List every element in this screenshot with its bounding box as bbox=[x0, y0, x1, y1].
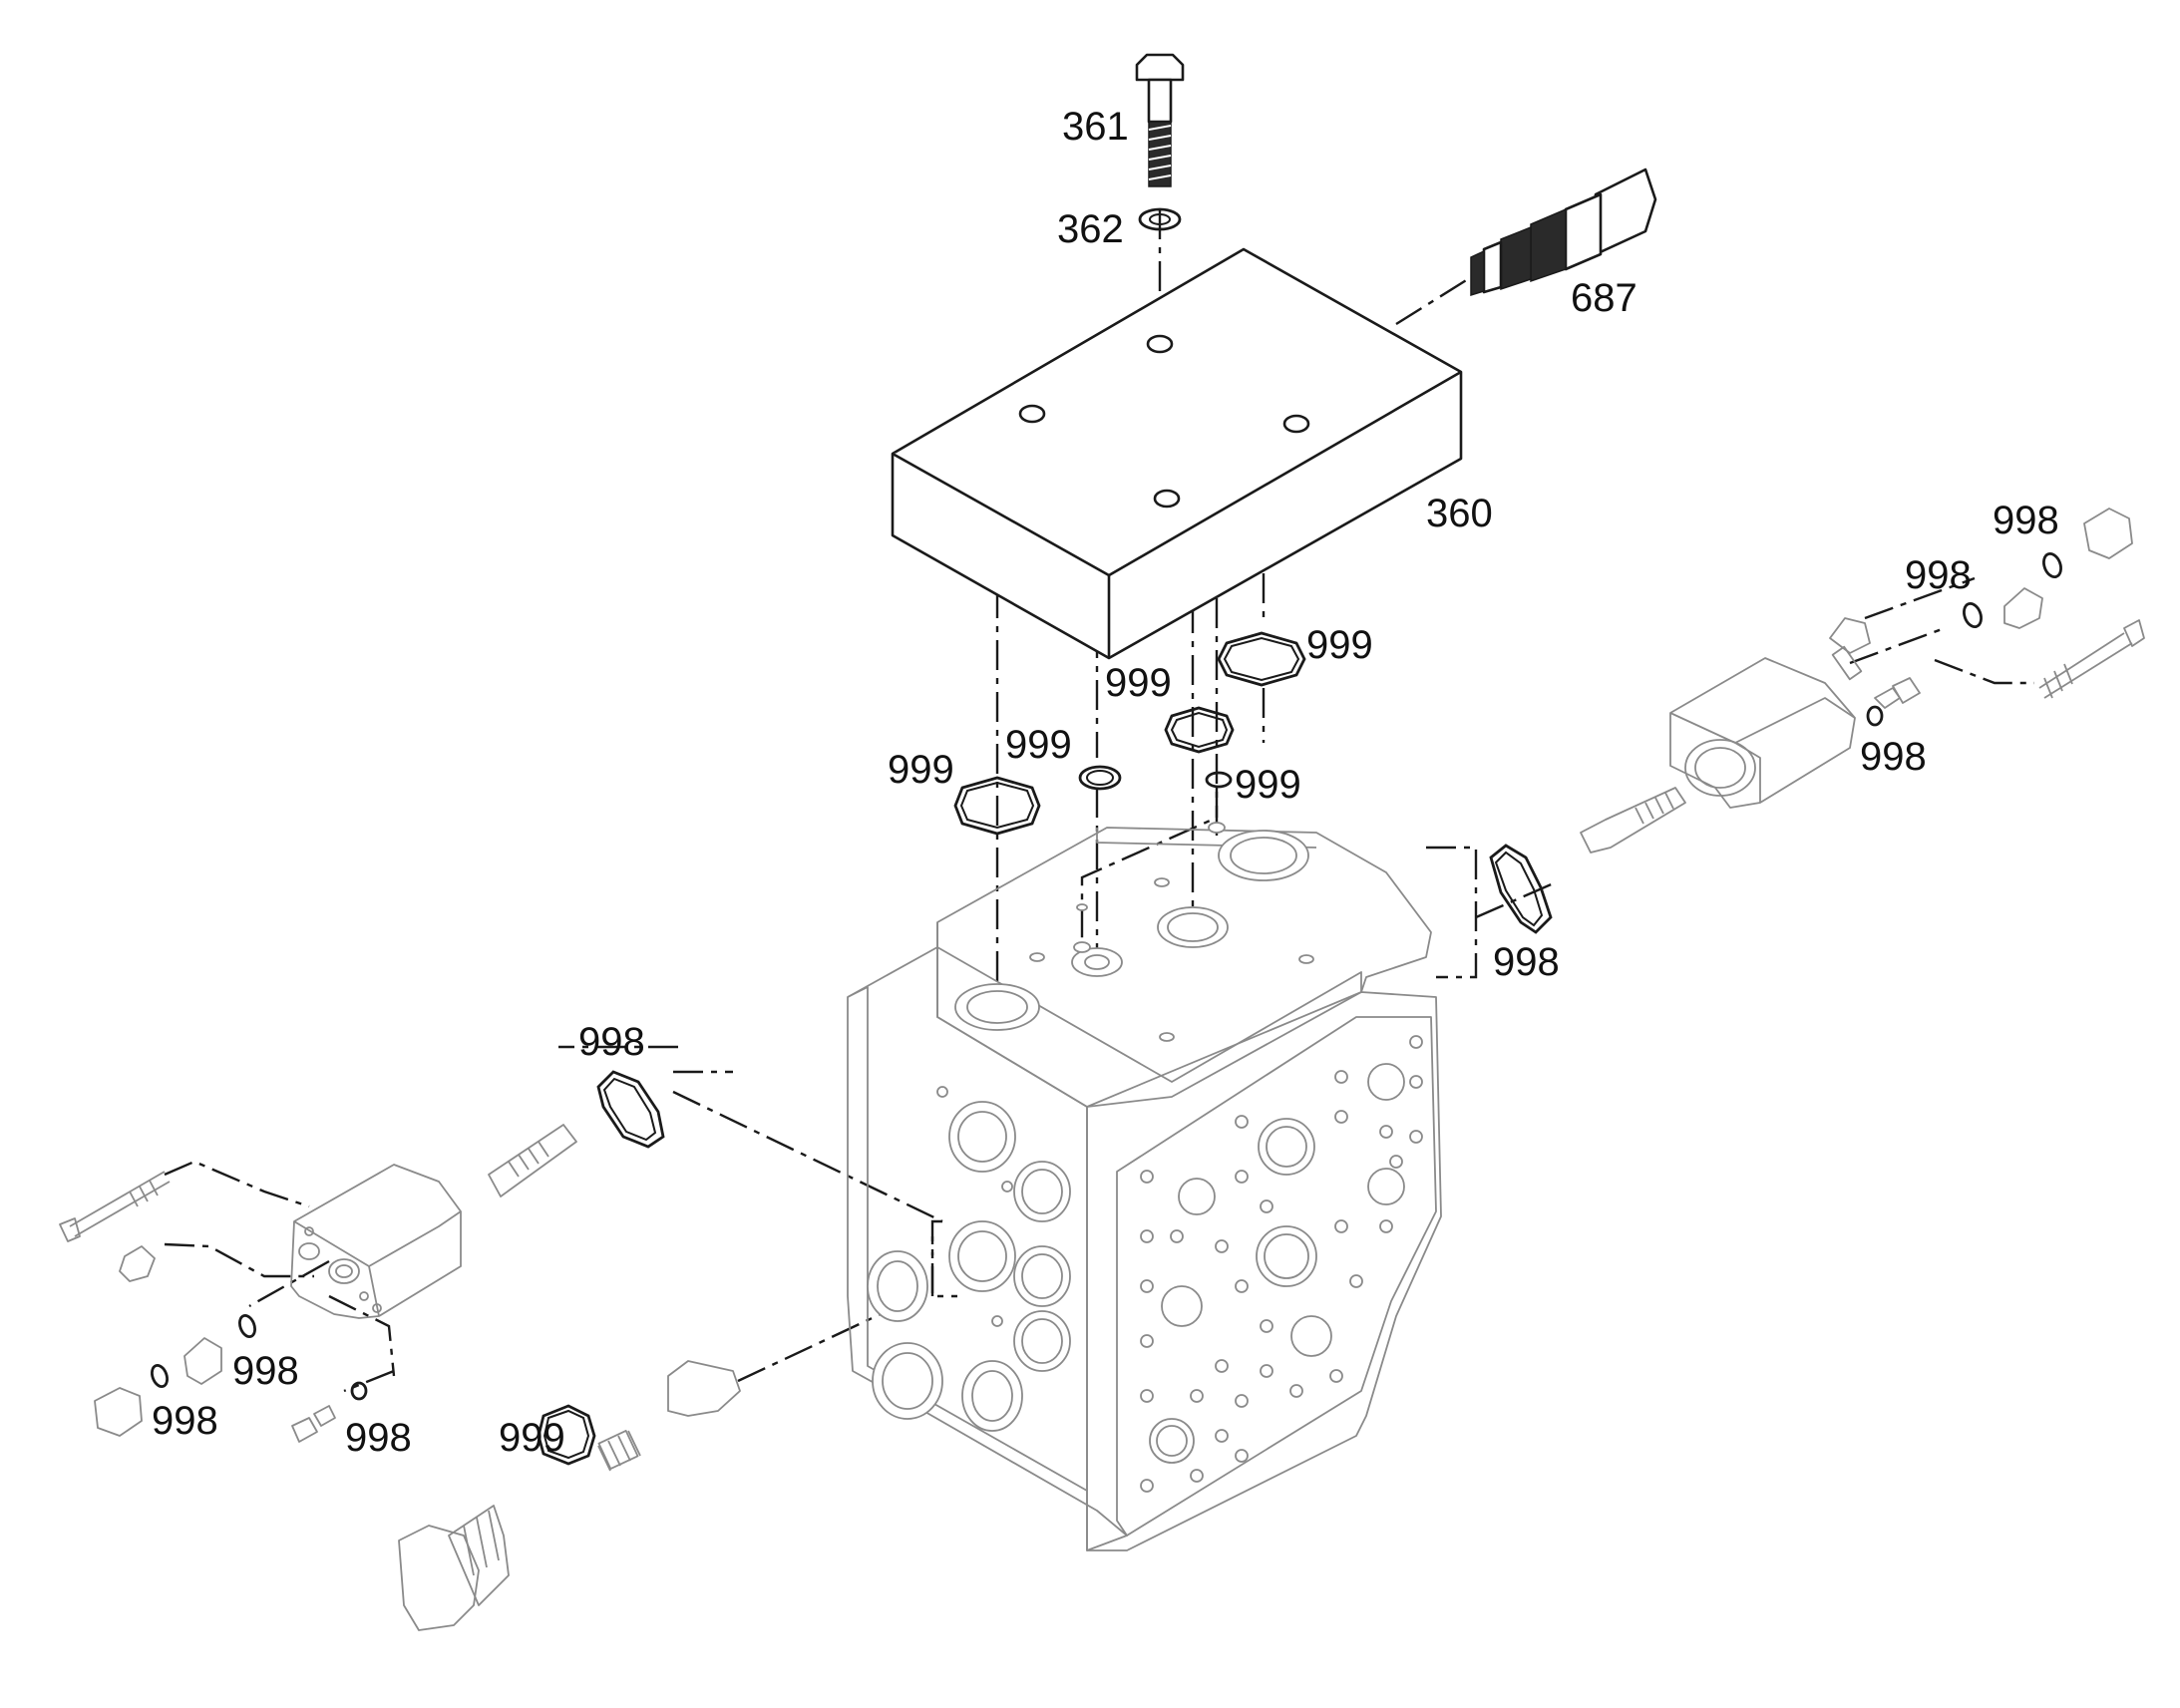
callout-687: 687 bbox=[1571, 276, 1637, 320]
right-small-screws bbox=[1829, 508, 2145, 709]
right-valve-cover bbox=[1669, 657, 1856, 809]
callout-998-c: 998 bbox=[1860, 735, 1927, 779]
left-small-screws bbox=[59, 1171, 336, 1443]
right-spring-piston bbox=[1580, 787, 1686, 854]
callout-998-g: 998 bbox=[152, 1399, 218, 1443]
callout-998-h: 998 bbox=[345, 1416, 412, 1460]
callout-361: 361 bbox=[1062, 105, 1129, 149]
o-rings-999 bbox=[537, 631, 1306, 1466]
callout-998-a: 998 bbox=[1993, 499, 2059, 542]
callout-999-b: 999 bbox=[1105, 661, 1172, 705]
callout-360: 360 bbox=[1426, 492, 1493, 535]
callout-999-f: 999 bbox=[499, 1416, 565, 1460]
top-plate-360 bbox=[891, 247, 1463, 660]
callout-999-a: 999 bbox=[1306, 623, 1373, 667]
callout-998-e: 998 bbox=[578, 1020, 645, 1064]
callout-998-b: 998 bbox=[1905, 553, 1972, 597]
callout-999-d: 999 bbox=[1235, 763, 1301, 807]
callout-999-e: 999 bbox=[888, 748, 954, 792]
bottom-plug-assembly bbox=[398, 1360, 741, 1631]
bolt-361 bbox=[1135, 53, 1185, 187]
left-valve-cover bbox=[290, 1164, 462, 1319]
left-spring-piston bbox=[488, 1124, 577, 1197]
o-rings-998 bbox=[151, 551, 2062, 1401]
callout-labels: 361 362 687 360 999 999 999 999 999 999 … bbox=[152, 105, 2059, 1460]
washer-362 bbox=[1138, 207, 1182, 231]
callout-998-d: 998 bbox=[1493, 940, 1560, 984]
main-valve-body bbox=[847, 822, 1442, 1551]
callout-999-c: 999 bbox=[1005, 723, 1072, 767]
callout-362: 362 bbox=[1057, 207, 1124, 251]
cartridge-valve-687 bbox=[1470, 168, 1657, 297]
callout-998-f: 998 bbox=[232, 1349, 299, 1393]
